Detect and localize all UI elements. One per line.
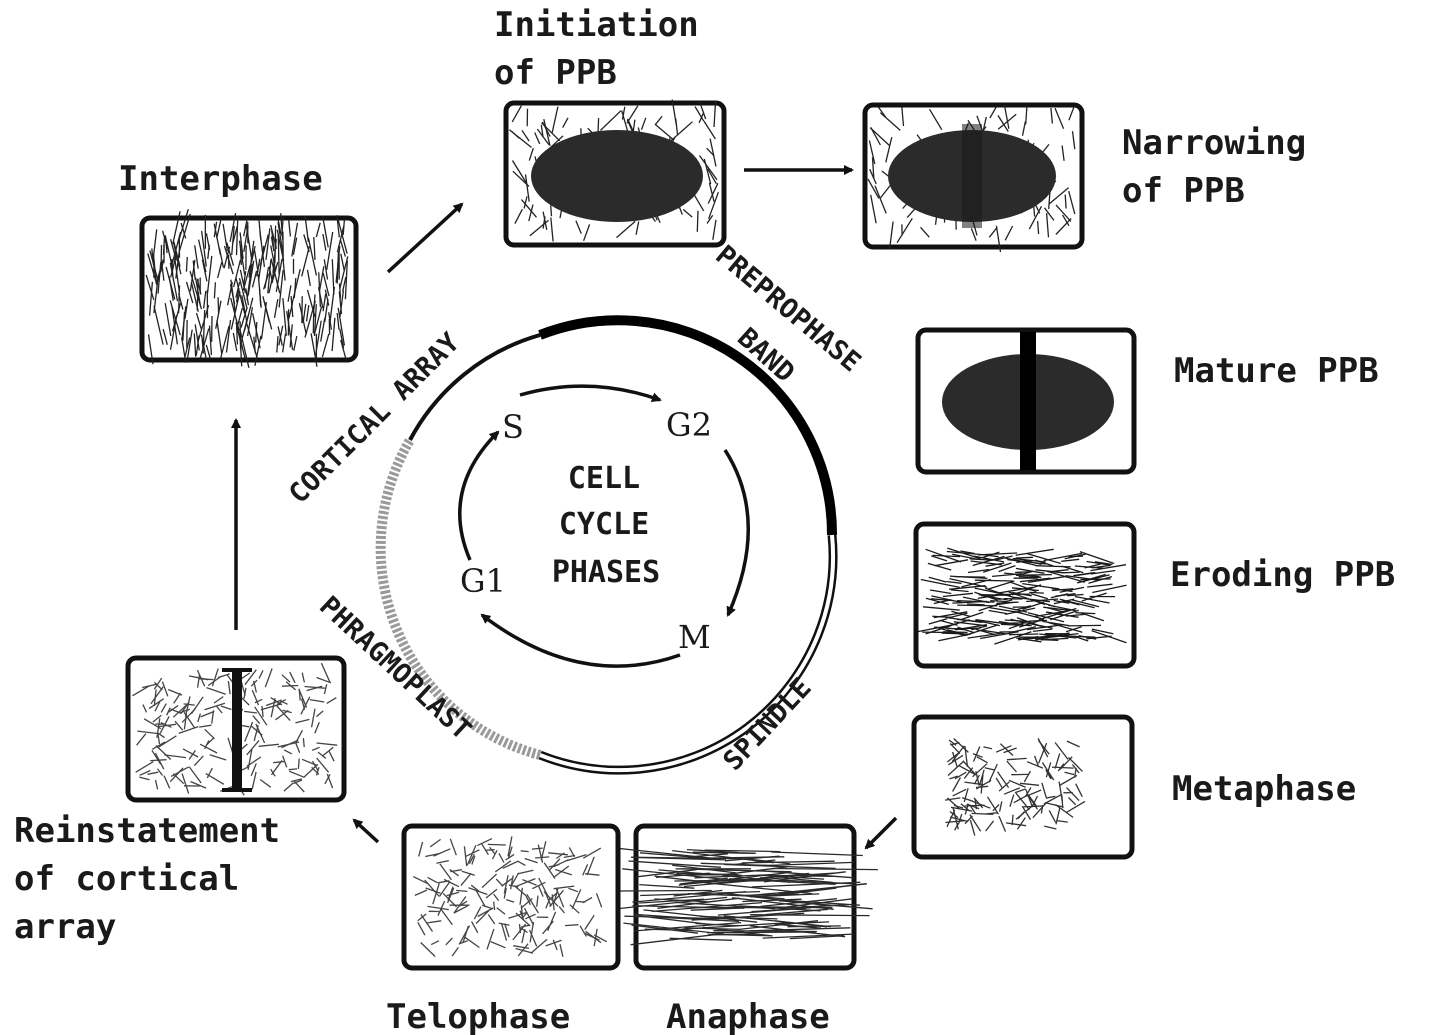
box-interphase [142, 209, 356, 368]
texture-stroke [1009, 634, 1039, 635]
texture-stroke [674, 880, 737, 881]
texture-stroke [1016, 557, 1034, 558]
texture-stroke [282, 686, 298, 687]
label-telophase: Telophase [386, 997, 570, 1035]
arrow-telophase-to-reinstatement [354, 820, 378, 842]
texture-stroke [488, 844, 506, 845]
texture-stroke [1068, 625, 1101, 626]
texture-stroke [990, 601, 1006, 602]
box-initiation [506, 100, 724, 246]
texture-stroke [1076, 613, 1096, 614]
texture-stroke [150, 760, 166, 761]
texture-stroke [1069, 556, 1083, 557]
texture-stroke [289, 769, 297, 770]
texture-stroke [551, 205, 552, 216]
label-narrowing-2: of PPB [1122, 171, 1245, 211]
label-reinstatement-1: Reinstatement [14, 811, 280, 851]
texture-stroke [299, 690, 300, 700]
center-label-1: CELL [568, 461, 640, 496]
label-anaphase: Anaphase [666, 997, 830, 1035]
texture-stroke [565, 925, 578, 926]
box-narrowing [865, 105, 1082, 252]
texture-stroke [975, 580, 1013, 581]
label-interphase: Interphase [118, 159, 323, 199]
arrow-g1-to-s [460, 432, 498, 560]
texture-stroke [979, 595, 1011, 596]
center-label-2: CYCLE [559, 507, 649, 542]
label-reinstatement-2: of cortical [14, 859, 239, 899]
label-mature-ppb: Mature PPB [1174, 351, 1379, 391]
texture-stroke [303, 738, 304, 747]
label-metaphase: Metaphase [1172, 769, 1356, 809]
texture-stroke [521, 851, 529, 852]
box-mature-ppb [918, 330, 1134, 472]
texture-stroke [957, 605, 997, 606]
cell-plate [232, 668, 242, 792]
center-label-3: PHASES [552, 555, 660, 590]
texture-stroke [1015, 572, 1030, 573]
phase-g2: G2 [666, 406, 712, 444]
box-metaphase [914, 717, 1132, 857]
texture-stroke [186, 257, 187, 272]
box-telophase [404, 826, 618, 968]
box-reinstatement [128, 658, 344, 800]
texture-stroke [618, 891, 711, 892]
arrow-m-to-g1 [482, 615, 680, 666]
ppb-band [962, 124, 982, 228]
box-eroding-ppb [916, 524, 1134, 666]
phase-m: M [678, 618, 711, 656]
texture-stroke [278, 234, 279, 274]
label-eroding-ppb: Eroding PPB [1170, 555, 1395, 595]
texture-stroke [1029, 620, 1047, 621]
label-narrowing-1: Narrowing [1122, 123, 1306, 163]
phase-s: S [502, 408, 524, 446]
texture-stroke [697, 211, 698, 232]
box-anaphase [613, 826, 878, 968]
texture-stroke [494, 902, 495, 910]
texture-stroke [298, 759, 299, 769]
label-initiation-1: Initiation [494, 5, 699, 45]
ppb-band [1020, 332, 1036, 470]
texture-stroke [1019, 577, 1042, 578]
texture-stroke [240, 245, 241, 265]
arrow-interphase-to-initiation [388, 204, 462, 272]
label-reinstatement-3: array [14, 907, 116, 947]
arrow-g2-to-m [725, 450, 748, 615]
texture-stroke [707, 932, 816, 933]
arrow-metaphase-to-anaphase [866, 818, 896, 848]
label-spindle: SPINDLE [717, 672, 817, 776]
texture-stroke [954, 577, 985, 578]
texture-stroke [161, 245, 162, 272]
label-initiation-2: of PPB [494, 53, 617, 93]
arrow-s-to-g2 [520, 386, 660, 400]
texture-stroke [1029, 592, 1044, 593]
texture-stroke [1063, 572, 1080, 573]
nucleus [531, 130, 703, 222]
texture-stroke [1065, 195, 1066, 209]
phase-g1: G1 [460, 562, 506, 600]
